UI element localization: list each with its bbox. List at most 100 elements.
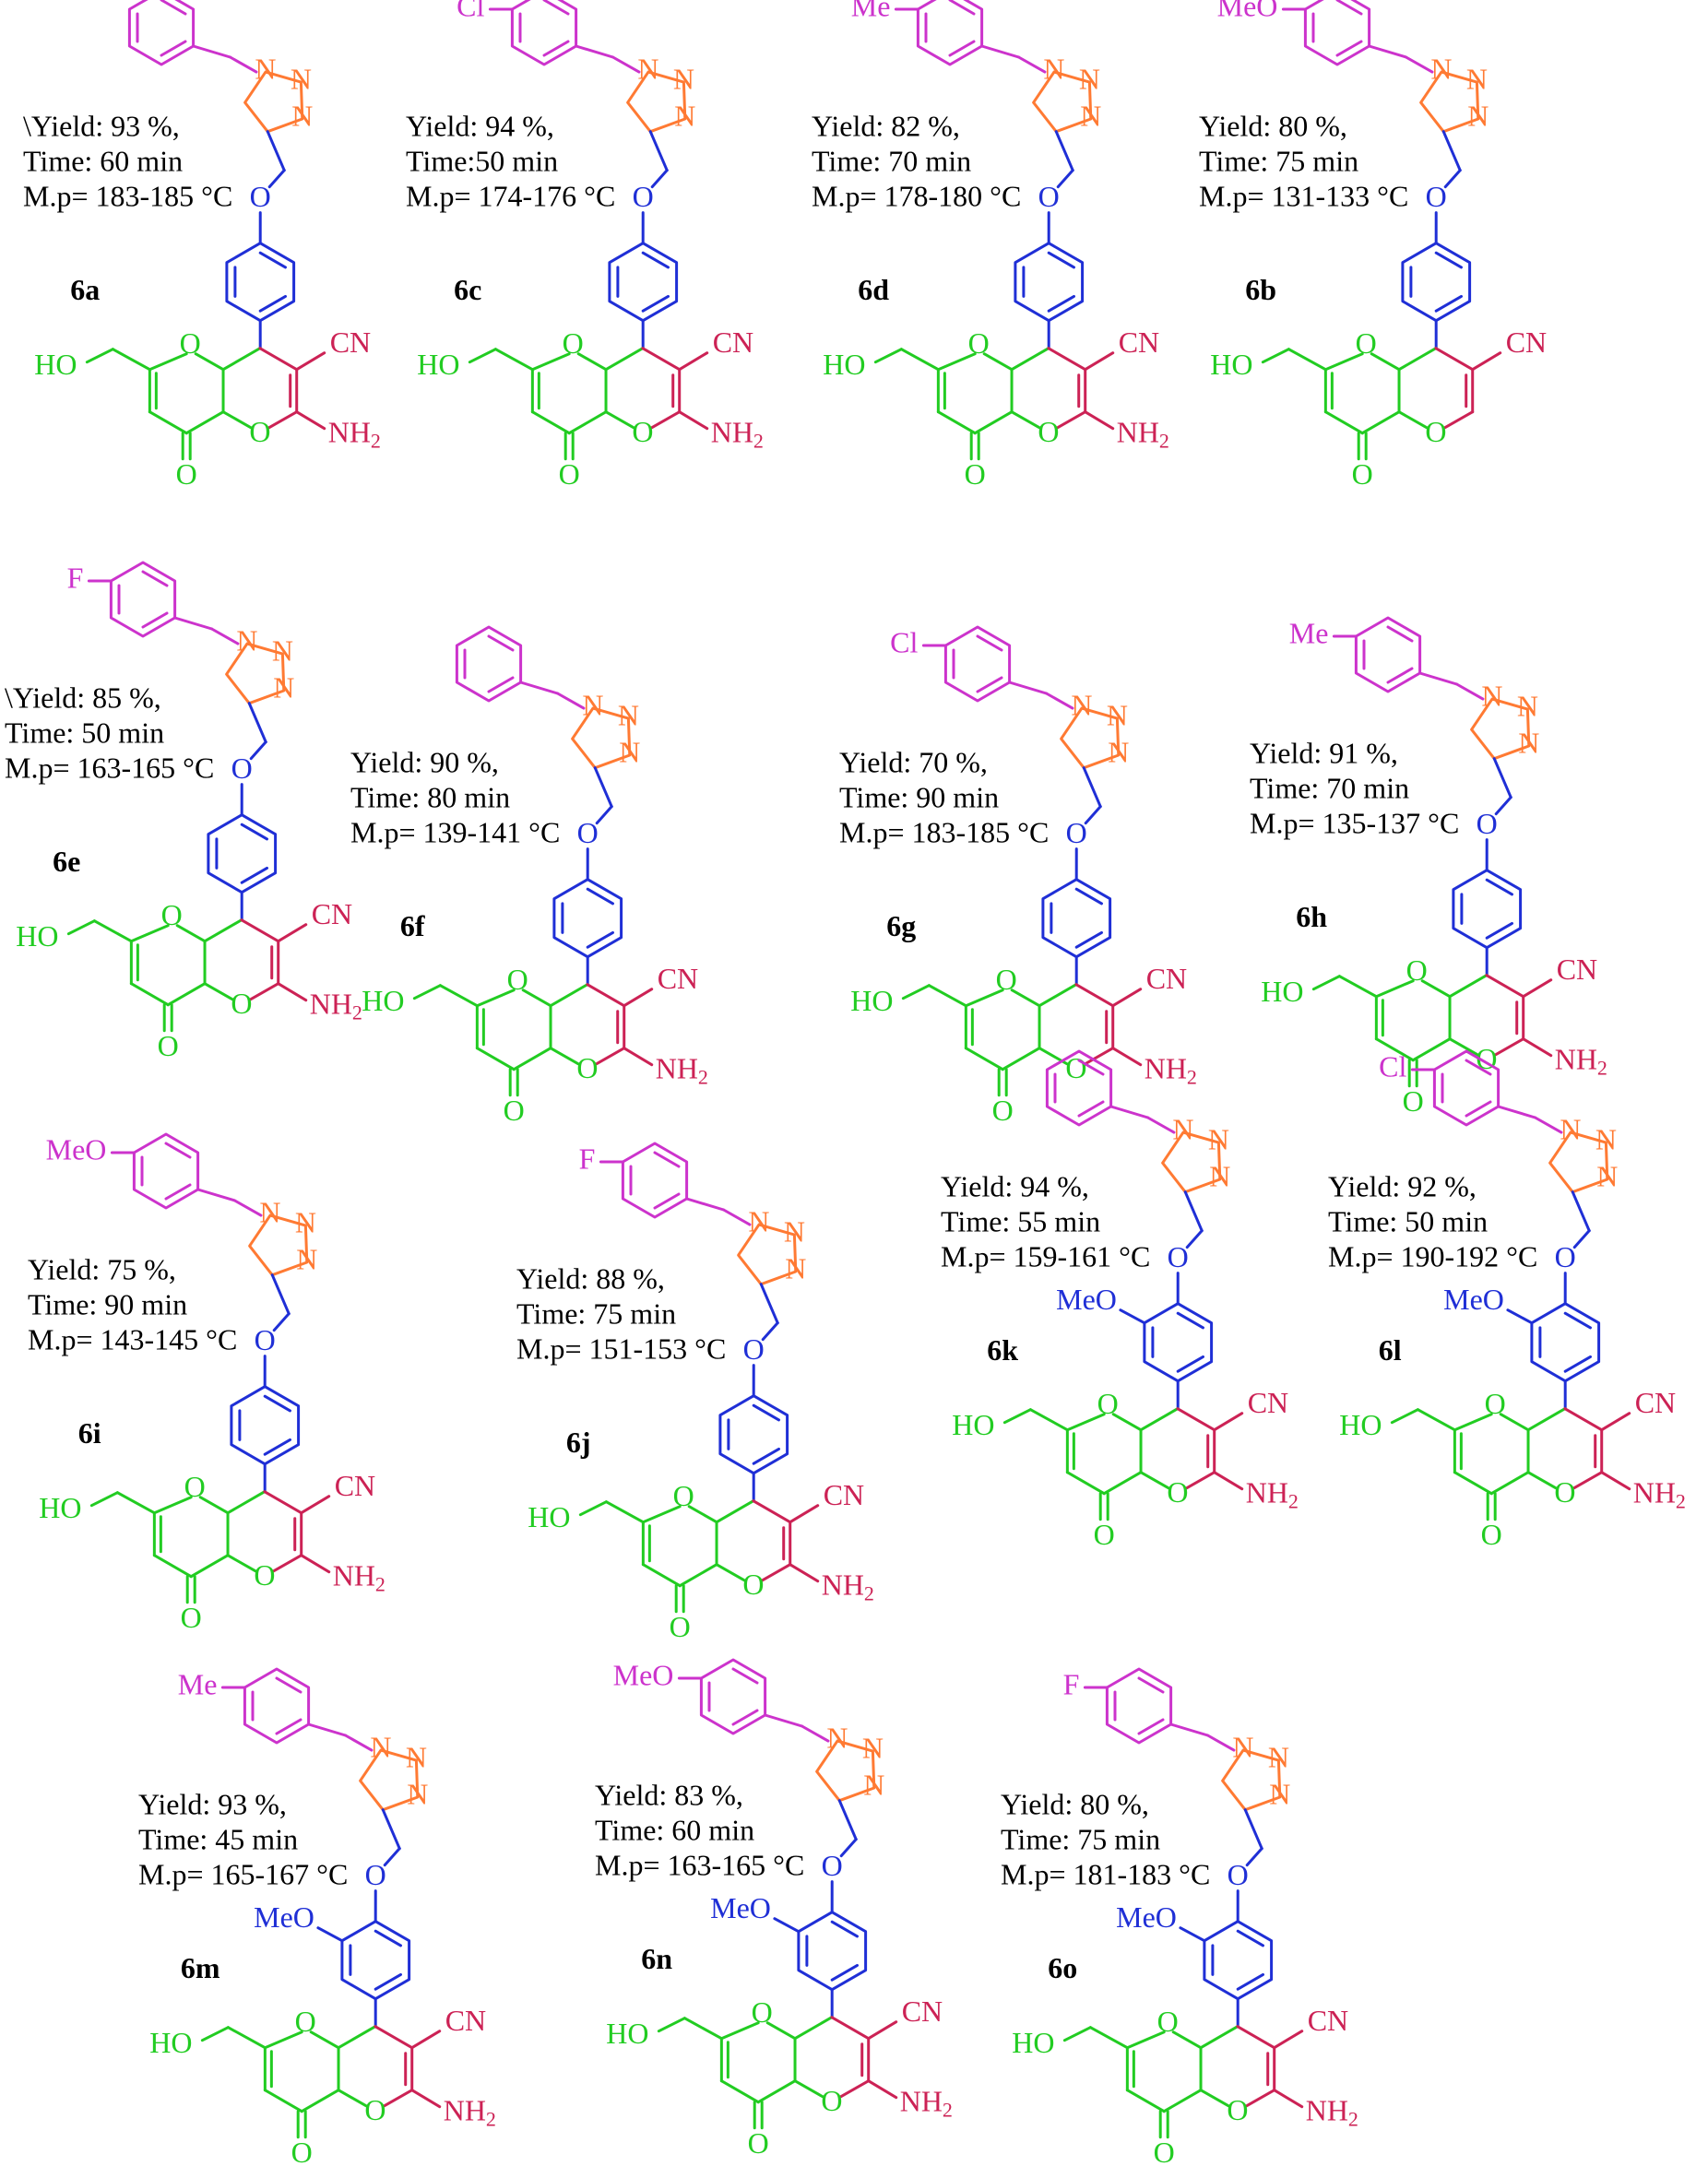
aromatic-bond <box>752 1447 780 1465</box>
aryl-substituent: MeO <box>46 1132 107 1166</box>
oxymethyl-bond <box>1056 169 1074 189</box>
aromatic-bond <box>976 634 1003 652</box>
hydroxyl-label: HO <box>1012 2026 1054 2059</box>
pyranone-bond <box>198 1496 230 1515</box>
benzyl-ring <box>109 561 177 638</box>
ether-oxygen: O <box>231 752 253 785</box>
pyranone-bond <box>719 2021 760 2041</box>
time-text: Time: 75 min <box>1001 1822 1160 1855</box>
carbonyl-oxygen: O <box>1481 1518 1502 1551</box>
aromatic-bond <box>586 887 614 906</box>
aromatic-bond <box>641 294 670 313</box>
benzyl-ch2-bond <box>1109 1105 1150 1119</box>
aryl-substituent: F <box>579 1142 596 1175</box>
hydroxymethyl-bond <box>1261 348 1290 364</box>
pyranone-bond <box>1370 352 1401 372</box>
aromatic-bond <box>141 570 169 587</box>
triazole-nitrogen: N <box>637 52 658 85</box>
triazole-nitrogen: N <box>785 1251 806 1284</box>
benzyl-ch2-bond <box>1169 1722 1210 1737</box>
nitrile-bond <box>1111 988 1143 1008</box>
pyranone-bond <box>719 2079 760 2104</box>
aryl-substituent: Cl <box>1379 1049 1406 1083</box>
triazole-nitrogen: N <box>370 1730 391 1763</box>
dihydropyran-bond <box>226 1554 257 1573</box>
dihydropyran-bond <box>374 2025 414 2050</box>
carbonyl-oxygen: O <box>158 1029 179 1062</box>
melting-point-text: M.p= 174-176 °C <box>406 179 615 212</box>
amine-label: NH2 <box>1306 2094 1358 2131</box>
pyranone-bond <box>175 924 207 943</box>
hydroxyl-label: HO <box>34 348 77 381</box>
dihydropyran-bond <box>604 410 635 430</box>
pyranone-bond <box>567 410 608 435</box>
n-benzyl-bond <box>611 55 641 74</box>
pyranone-bond <box>1499 1413 1530 1432</box>
pyranone-bond <box>641 1563 682 1588</box>
oxymethyl-bond <box>1572 1229 1591 1249</box>
carbonyl-oxygen: O <box>559 457 580 491</box>
aryl-substituent: F <box>1063 1667 1080 1700</box>
time-text: Time: 80 min <box>350 780 510 813</box>
n-benzyl-bond <box>344 1734 374 1752</box>
nitrile-bond <box>410 2030 442 2050</box>
dihydropyran-bond <box>1074 983 1115 1008</box>
hydroxymethyl-bond <box>85 348 114 364</box>
ring-oxygen: O <box>563 326 584 360</box>
dihydropyran-bond <box>221 347 262 372</box>
triazole-nitrogen: N <box>296 1242 317 1275</box>
hydroxymethyl-bond <box>438 984 479 1008</box>
triazole-nitrogen: N <box>1467 99 1489 132</box>
pyranone-bond <box>184 410 225 435</box>
dihydropyran-bond <box>383 2089 414 2108</box>
aryl-substituent: Me <box>851 0 891 22</box>
dihydropyran-bond <box>549 1047 580 1066</box>
benzyl-ch2-bond <box>764 1713 804 1728</box>
aromatic-bond <box>542 0 570 16</box>
dihydropyran-bond <box>715 1563 746 1582</box>
yield-text: Yield: 94 %, <box>406 109 554 142</box>
melting-point-text: M.p= 183-185 °C <box>23 179 232 212</box>
dihydropyran-bond <box>203 918 243 943</box>
triazole-nitrogen: N <box>863 1768 884 1801</box>
triazole-ring <box>626 70 687 134</box>
amine-bond <box>300 1554 331 1574</box>
pyranone-bond <box>1065 1471 1106 1496</box>
amine-label: NH2 <box>1555 1043 1607 1080</box>
triazole-nitrogen: N <box>272 633 293 667</box>
aromatic-bond <box>641 251 670 269</box>
pyranone-bond <box>475 988 516 1008</box>
nitrile-bond <box>867 2020 898 2041</box>
nitrile-bond <box>623 988 654 1008</box>
linker-phenyl-ring <box>225 242 296 323</box>
oxymethyl-bond <box>1054 130 1074 172</box>
ring-oxygen: O <box>507 963 528 996</box>
compound-label: 6c <box>454 273 481 306</box>
benzyl-ring <box>1105 1667 1173 1745</box>
aromatic-bond <box>948 40 976 57</box>
triazole-nitrogen: N <box>748 1204 769 1237</box>
benzyl-ring <box>699 1658 767 1735</box>
hydroxyl-label: HO <box>149 2026 192 2059</box>
aromatic-bond <box>830 1963 859 1982</box>
aromatic-bond <box>1335 40 1363 57</box>
amine-label: NH2 <box>1246 1476 1299 1513</box>
benzyl-ch2-bond <box>1008 681 1049 695</box>
time-text: Time: 60 min <box>23 144 183 177</box>
compound-label: 6h <box>1296 900 1327 933</box>
hydroxymethyl-bond <box>1337 975 1378 999</box>
ring-oxygen: O <box>1097 1387 1119 1420</box>
ether-oxygen: O <box>255 1323 276 1356</box>
nitrile-label: CN <box>335 1469 375 1502</box>
time-text: Time: 55 min <box>941 1204 1100 1237</box>
aromatic-bond <box>240 823 268 841</box>
yield-text: Yield: 75 %, <box>28 1252 176 1285</box>
pyranone-bond <box>1001 1047 1041 1071</box>
aromatic-bond <box>1465 1059 1492 1076</box>
pyranone-bond <box>1453 1471 1493 1496</box>
hydroxymethyl-bond <box>899 348 940 372</box>
aromatic-bond <box>976 676 1003 693</box>
linker-phenyl-ring <box>1203 1920 1274 2001</box>
triazole-nitrogen: N <box>1080 99 1101 132</box>
